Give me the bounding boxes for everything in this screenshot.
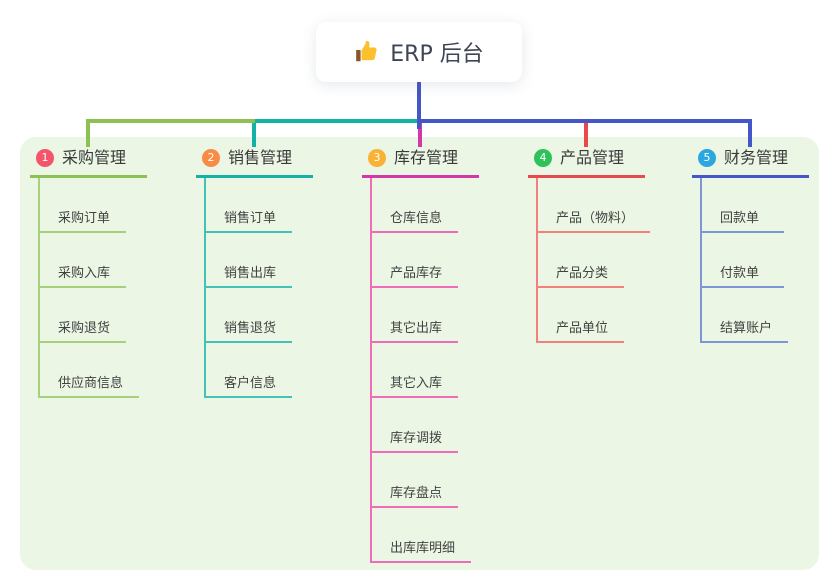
child-node[interactable]: 客户信息	[206, 343, 293, 398]
branch-badge: 3	[368, 149, 386, 167]
branch-1: 1 采购管理采购订单采购入库采购退货供应商信息	[30, 147, 147, 398]
background-panel	[20, 137, 819, 570]
child-node[interactable]: 产品分类	[538, 233, 625, 288]
branch-node-3[interactable]: 3 库存管理	[362, 147, 479, 178]
branch-children: 销售订单销售出库销售退货客户信息	[204, 178, 293, 398]
child-node[interactable]: 出库库明细	[372, 508, 472, 563]
connector-root-stub	[417, 82, 421, 129]
branch-children: 回款单付款单结算账户	[700, 178, 789, 343]
connector-rail-right	[417, 119, 752, 123]
connector-drop-5	[748, 121, 752, 147]
child-node[interactable]: 采购入库	[40, 233, 127, 288]
branch-children: 仓库信息产品库存其它出库其它入库库存调拨库存盘点出库库明细	[370, 178, 472, 563]
child-node[interactable]: 采购订单	[40, 178, 127, 233]
child-node[interactable]: 产品库存	[372, 233, 459, 288]
child-node[interactable]: 采购退货	[40, 288, 127, 343]
child-node[interactable]: 回款单	[702, 178, 784, 233]
branch-label: 库存管理	[394, 148, 459, 167]
child-node[interactable]: 销售退货	[206, 288, 293, 343]
branch-children: 采购订单采购入库采购退货供应商信息	[38, 178, 140, 398]
branch-4: 4 产品管理产品（物料）产品分类产品单位	[528, 147, 651, 343]
branch-node-2[interactable]: 2 销售管理	[196, 147, 313, 178]
branch-badge: 5	[698, 149, 716, 167]
branch-node-1[interactable]: 1 采购管理	[30, 147, 147, 178]
child-node[interactable]: 付款单	[702, 233, 784, 288]
connector-drop-4	[584, 121, 588, 147]
child-node[interactable]: 销售订单	[206, 178, 293, 233]
child-node[interactable]: 结算账户	[702, 288, 789, 343]
branch-node-5[interactable]: 5 财务管理	[692, 147, 809, 178]
child-node[interactable]: 其它入库	[372, 343, 459, 398]
branch-node-4[interactable]: 4 产品管理	[528, 147, 645, 178]
branch-2: 2 销售管理销售订单销售出库销售退货客户信息	[196, 147, 313, 398]
child-node[interactable]: 销售出库	[206, 233, 293, 288]
branch-3: 3 库存管理仓库信息产品库存其它出库其它入库库存调拨库存盘点出库库明细	[362, 147, 479, 563]
branch-label: 产品管理	[560, 148, 625, 167]
child-node[interactable]: 产品（物料）	[538, 178, 651, 233]
branch-5: 5 财务管理回款单付款单结算账户	[692, 147, 809, 343]
child-node[interactable]: 仓库信息	[372, 178, 459, 233]
branch-badge: 2	[202, 149, 220, 167]
child-node[interactable]: 产品单位	[538, 288, 625, 343]
branch-label: 销售管理	[228, 148, 293, 167]
branch-children: 产品（物料）产品分类产品单位	[536, 178, 651, 343]
connector-rail-left	[86, 119, 257, 123]
child-node[interactable]: 库存调拨	[372, 398, 459, 453]
child-node[interactable]: 其它出库	[372, 288, 459, 343]
child-node[interactable]: 库存盘点	[372, 453, 459, 508]
connector-rail-mid	[255, 119, 419, 123]
connector-drop-3	[418, 121, 422, 147]
branch-label: 采购管理	[62, 148, 127, 167]
branch-label: 财务管理	[724, 148, 789, 167]
child-node[interactable]: 供应商信息	[40, 343, 140, 398]
branch-badge: 4	[534, 149, 552, 167]
branch-badge: 1	[36, 149, 54, 167]
connector-drop-1	[86, 121, 90, 147]
thumbs-up-icon	[354, 39, 380, 65]
root-title: ERP 后台	[390, 42, 484, 67]
connector-drop-2	[252, 121, 256, 147]
root-node[interactable]: ERP 后台	[316, 22, 522, 82]
